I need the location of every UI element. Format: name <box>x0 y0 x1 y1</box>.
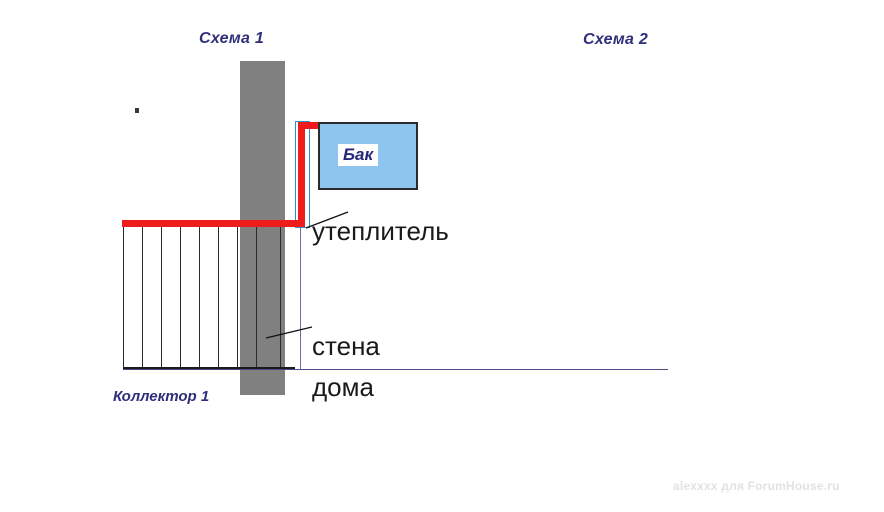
supply-pipe-vertical <box>298 122 305 226</box>
insulation-casing-left <box>295 121 296 228</box>
return-pipe-line <box>300 190 301 370</box>
collector-fin-3 <box>161 224 162 368</box>
collector-fin-2 <box>142 224 143 368</box>
supply-pipe-horizontal <box>122 220 305 227</box>
house-wall-shape <box>240 61 285 395</box>
collector-fin-4 <box>180 224 181 368</box>
collector-fin-5 <box>199 224 200 368</box>
supply-pipe-top-elbow <box>298 122 322 129</box>
wall-label-line-2: дома <box>312 372 374 402</box>
collector-fins <box>123 224 281 368</box>
watermark-text: alexxxx для ForumHouse.ru <box>673 479 840 493</box>
insulation-casing-bottom <box>295 227 310 228</box>
scheme-2-title: Схема 2 <box>583 31 649 48</box>
collector-caption: Коллектор 1 <box>113 388 210 405</box>
scheme-1-title: Схема 1 <box>199 30 265 47</box>
collector-baseline <box>123 367 295 369</box>
insulation-casing-right <box>309 121 310 228</box>
collector-fin-7 <box>237 224 238 368</box>
insulation-casing-top <box>295 121 310 122</box>
collector-fin-8 <box>256 224 257 368</box>
speck-artifact <box>135 108 139 113</box>
floor-line <box>123 369 668 370</box>
collector-fin-9 <box>280 224 281 368</box>
tank-label: Бак <box>338 144 379 166</box>
collector-fin-6 <box>218 224 219 368</box>
insulation-label: утеплитель <box>312 216 449 246</box>
wall-label-line-1: стена <box>312 331 380 361</box>
collector-fin-1 <box>123 224 124 368</box>
